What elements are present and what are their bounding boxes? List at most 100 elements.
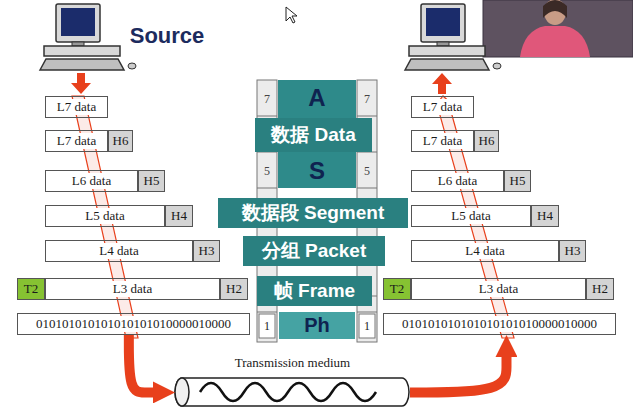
data-box: L7 data (411, 130, 474, 152)
node-text: 帧 Frame (272, 278, 357, 304)
header-box: H3 (559, 240, 586, 262)
label-text: 1 (364, 319, 370, 334)
signal-wave (200, 383, 376, 401)
node-text: H5 (508, 173, 528, 189)
node-text: L4 data (97, 243, 140, 259)
layer-letter: Ph (279, 312, 355, 339)
header-box: H2 (220, 278, 248, 300)
node-text: H3 (197, 243, 217, 259)
up-arrow (432, 73, 452, 94)
node-text: L7 data (421, 133, 464, 149)
node-text: L7 data (55, 133, 98, 149)
screen (61, 8, 95, 36)
data-box: L7 data (411, 96, 474, 118)
data-box: L5 data (45, 205, 165, 227)
bit-stream: 010101010101010101010000010000 (383, 313, 616, 335)
layer-number: 1 (259, 317, 275, 335)
node-text: H5 (142, 173, 162, 189)
medium-label: Transmission medium (175, 355, 410, 407)
header-box: H3 (193, 240, 220, 262)
pdu-label: 数据段 Segment (218, 198, 408, 228)
label-text: 5 (264, 164, 270, 179)
presenter-head (544, 0, 566, 25)
data-box: L4 data (411, 240, 559, 262)
system-unit (409, 46, 485, 56)
label-text: 7 (364, 92, 370, 107)
data-box: L3 data (411, 278, 586, 300)
keyboard (405, 59, 489, 70)
computer-icon (40, 4, 136, 70)
header-box: H5 (138, 170, 165, 192)
label-text: 5 (364, 164, 370, 179)
transmission-arrow (410, 351, 506, 392)
ladder-cell (359, 314, 375, 338)
header-box: H4 (531, 205, 559, 227)
layer-number: 1 (359, 317, 375, 335)
cable-end (175, 378, 189, 406)
down-arrow (71, 73, 91, 94)
label-text: 1 (264, 319, 270, 334)
node-text: 分组 Packet (260, 238, 369, 264)
cable-body (175, 378, 409, 406)
video-frame (483, 0, 633, 57)
node-text: L6 data (70, 173, 113, 189)
layer-letter: A (279, 82, 355, 114)
node-text: H3 (563, 243, 583, 259)
node-text: Transmission medium (233, 355, 352, 371)
source-title: Source (122, 22, 212, 50)
system-unit (44, 46, 120, 56)
data-box: L5 data (411, 205, 531, 227)
presenter-body (520, 26, 590, 57)
node-text: L6 data (436, 173, 479, 189)
node-text: L5 data (83, 208, 126, 224)
node-text: L3 data (111, 281, 154, 297)
header-box: H6 (108, 130, 134, 152)
pdu-label: 帧 Frame (257, 276, 372, 306)
trailer-box: T2 (383, 278, 411, 300)
trailer-box: T2 (17, 278, 45, 300)
label-text: Source (130, 23, 205, 49)
layer-number: 7 (357, 90, 377, 108)
node-text: L7 data (55, 99, 98, 115)
monitor (56, 4, 100, 42)
node-text: H4 (535, 208, 555, 224)
node-text: Ph (302, 314, 332, 337)
ladder-cell (259, 314, 275, 338)
data-box: L6 data (411, 170, 504, 192)
video-inset (483, 0, 633, 57)
node-text: L7 data (421, 99, 464, 115)
monitor (421, 4, 465, 42)
label-text: 7 (264, 92, 270, 107)
mouse-cursor (286, 7, 297, 23)
header-box: H6 (474, 130, 500, 152)
node-text: T2 (22, 281, 40, 297)
mouse (493, 63, 501, 69)
data-box: L3 data (45, 278, 220, 300)
node-text: 数据段 Segment (240, 200, 387, 226)
keyboard (40, 59, 124, 70)
presenter-hair (543, 0, 567, 18)
data-box: L4 data (45, 240, 193, 262)
node-text: H4 (169, 208, 189, 224)
node-text: T2 (388, 281, 406, 297)
node-text: H2 (224, 281, 244, 297)
header-box: H4 (165, 205, 193, 227)
data-box: L7 data (45, 130, 108, 152)
computer-icon (405, 4, 501, 70)
pdu-label: 分组 Packet (243, 236, 385, 266)
screen (426, 8, 460, 36)
node-text: L4 data (463, 243, 506, 259)
header-box: H5 (504, 170, 531, 192)
node-text: A (306, 84, 327, 112)
mouse (128, 63, 136, 69)
node-text: H6 (477, 133, 497, 149)
node-text: L5 data (449, 208, 492, 224)
transmission-arrow (129, 335, 159, 392)
layer-number: 5 (357, 162, 377, 180)
layer-letter: S (279, 155, 355, 187)
header-box: H2 (586, 278, 614, 300)
data-box: L7 data (45, 96, 108, 118)
node-text: 010101010101010101010000010000 (400, 316, 599, 332)
node-text: L3 data (477, 281, 520, 297)
